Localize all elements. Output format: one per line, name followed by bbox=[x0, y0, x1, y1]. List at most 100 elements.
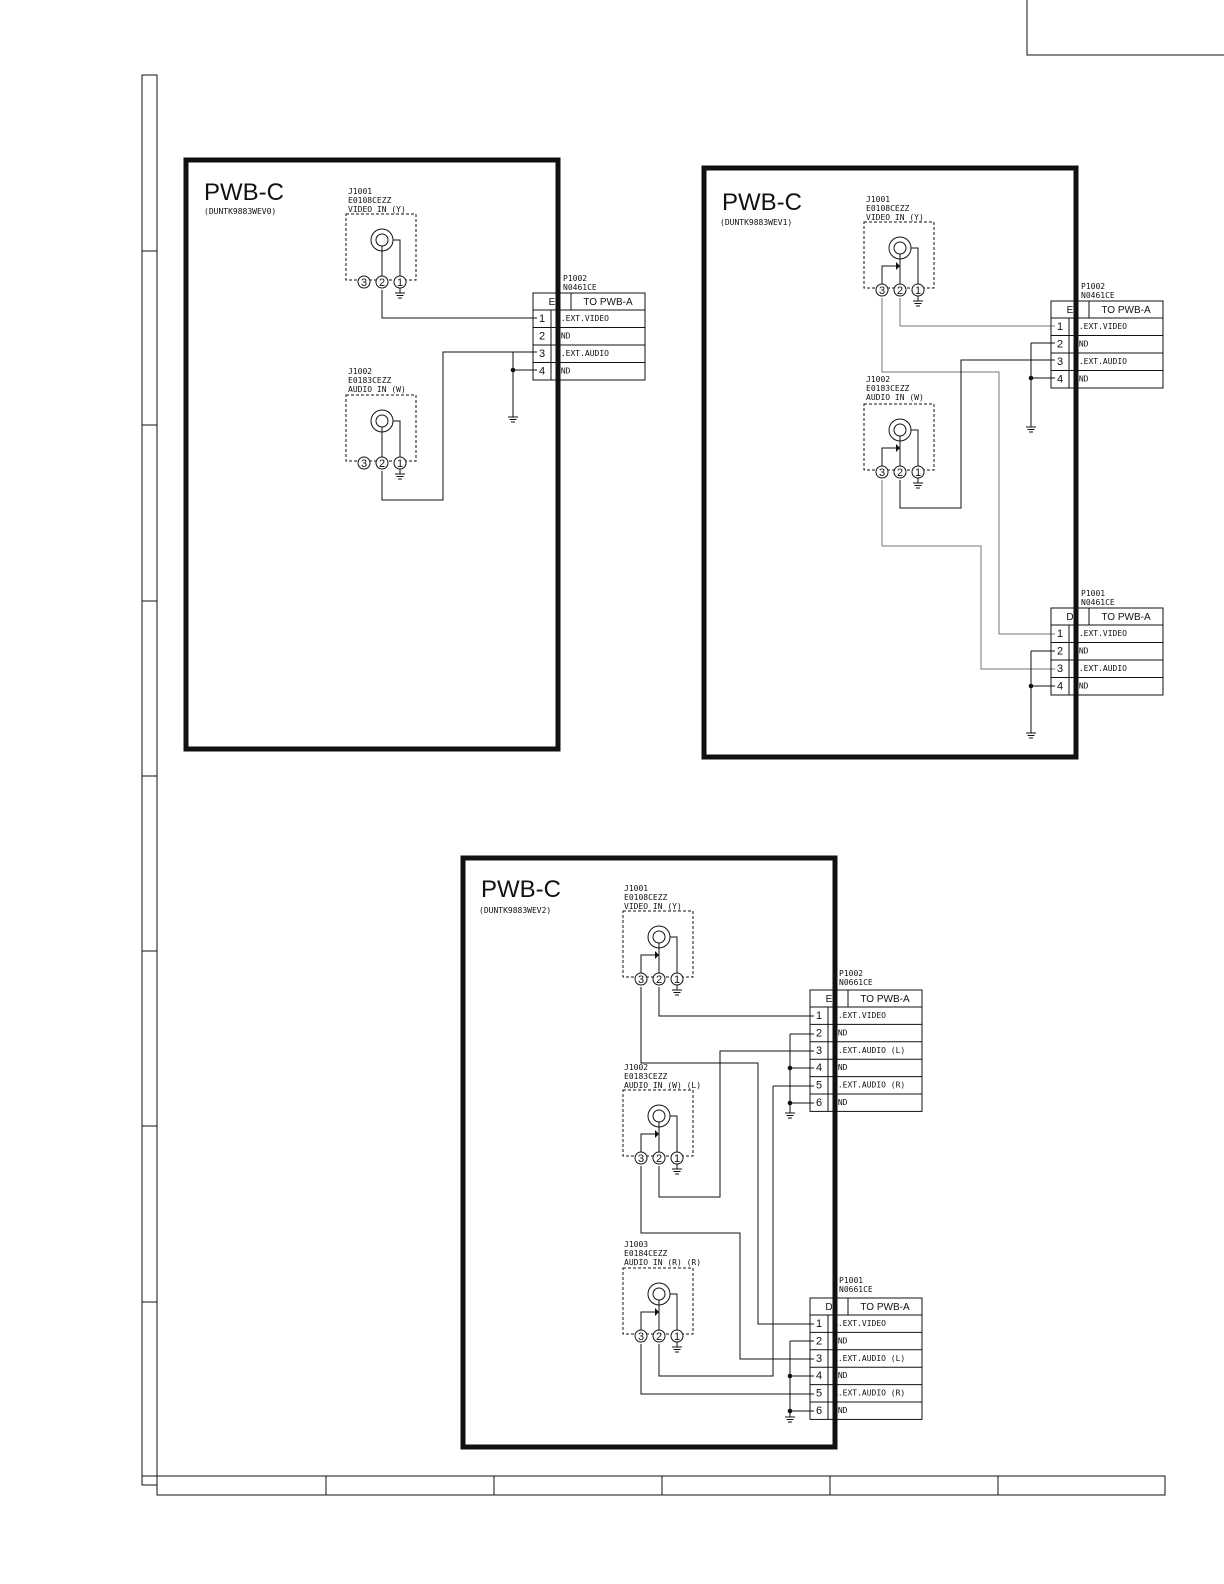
jack-terminal-number: 1 bbox=[397, 277, 403, 289]
ground-symbol bbox=[1026, 728, 1036, 739]
junction-dot bbox=[510, 367, 516, 373]
pin-name: R.EXT.VIDEO bbox=[833, 1319, 886, 1328]
pin-name: R.EXT.AUDIO bbox=[1074, 664, 1127, 673]
pin-number: 2 bbox=[1057, 646, 1063, 658]
board-outline bbox=[183, 157, 561, 752]
jack-terminal bbox=[652, 972, 666, 986]
connector-frame bbox=[1050, 607, 1164, 696]
connector-letter: D bbox=[1066, 612, 1073, 623]
pin-name: F.EXT.AUDIO (R) bbox=[833, 1081, 905, 1090]
jack-arrow bbox=[896, 262, 900, 270]
jack-terminal-number: 2 bbox=[897, 467, 903, 479]
jack-terminal-number: 3 bbox=[879, 285, 885, 297]
jack-socket-pin bbox=[652, 1287, 666, 1301]
pin-name: GND bbox=[1074, 375, 1089, 384]
page-frame bbox=[141, 0, 1224, 1496]
jack-label: AUDIO IN (R) (R) bbox=[624, 1258, 701, 1267]
board-model: (DUNTK9883WEV1) bbox=[720, 218, 792, 227]
jack-part: E0108CEZZ bbox=[348, 196, 392, 205]
pin-number: 2 bbox=[816, 1335, 822, 1347]
jack-lead bbox=[670, 1293, 678, 1330]
jack-lead bbox=[640, 1133, 655, 1152]
jack-arrow bbox=[655, 1308, 659, 1316]
jack-outline bbox=[863, 403, 935, 471]
jack-ref: J1003 bbox=[624, 1240, 648, 1249]
pin-number: 3 bbox=[816, 1353, 822, 1365]
jack-terminal-number: 2 bbox=[656, 1153, 662, 1165]
ground-symbol bbox=[508, 412, 518, 423]
board-outline bbox=[701, 165, 1079, 760]
pin-name: GND bbox=[833, 1406, 848, 1415]
jack-label: VIDEO IN (Y) bbox=[348, 205, 406, 214]
connector-letter: D bbox=[825, 1302, 832, 1313]
pin-number: 1 bbox=[1057, 628, 1063, 640]
jack-terminal-number: 1 bbox=[915, 285, 921, 297]
jack-socket-pin bbox=[652, 1109, 666, 1123]
jack-terminal bbox=[357, 275, 371, 289]
pin-name: R.EXT.AUDIO (R) bbox=[833, 1389, 905, 1398]
jack-outline bbox=[622, 1089, 694, 1157]
connector-part: N0461CE bbox=[1081, 598, 1115, 607]
ground-symbol bbox=[785, 1412, 795, 1423]
jack-terminal bbox=[634, 972, 648, 986]
ground-symbol bbox=[913, 478, 923, 489]
jack-part: E0183CEZZ bbox=[348, 376, 392, 385]
pin-name: F.EXT.AUDIO bbox=[556, 349, 609, 358]
jack-terminal bbox=[357, 456, 371, 470]
pin-name: F.EXT.AUDIO (L) bbox=[833, 1046, 905, 1055]
board-title: PWB-C bbox=[722, 189, 802, 216]
jack-part: E0108CEZZ bbox=[866, 204, 910, 213]
board-model: (DUNTK9883WEV2) bbox=[479, 906, 551, 915]
pin-number: 6 bbox=[816, 1405, 822, 1417]
board-title: PWB-C bbox=[204, 179, 284, 206]
jack-socket-pin bbox=[375, 233, 389, 247]
ground-symbol bbox=[785, 1108, 795, 1119]
jack-label: AUDIO IN (W) bbox=[866, 393, 924, 402]
pin-name: GND bbox=[833, 1336, 848, 1345]
pin-number: 4 bbox=[1057, 681, 1063, 693]
jack-terminal-number: 3 bbox=[361, 458, 367, 470]
board-model: (DUNTK9883WEV0) bbox=[204, 207, 276, 216]
ground-symbol bbox=[913, 296, 923, 307]
jack-ref: J1002 bbox=[624, 1063, 648, 1072]
pin-name: GND bbox=[556, 332, 571, 341]
junction-dot bbox=[1028, 375, 1034, 381]
jack-lead bbox=[640, 1311, 655, 1330]
connector-destination: TO PWB-A bbox=[860, 1302, 910, 1313]
connector-part: N0461CE bbox=[1081, 291, 1115, 300]
jack-terminal bbox=[893, 283, 907, 297]
jack-arrow bbox=[655, 1130, 659, 1138]
pin-number: 6 bbox=[816, 1097, 822, 1109]
jack-lead bbox=[670, 936, 678, 973]
pin-number: 1 bbox=[539, 313, 545, 325]
jack-terminal bbox=[875, 465, 889, 479]
connector-ref: P1001 bbox=[1081, 589, 1105, 598]
connector-letter: E bbox=[1067, 305, 1074, 316]
jack-ref: J1002 bbox=[866, 375, 890, 384]
pin-number: 4 bbox=[816, 1370, 822, 1382]
connector-frame bbox=[809, 989, 923, 1112]
pin-number: 4 bbox=[816, 1062, 822, 1074]
jack-terminal-number: 2 bbox=[656, 974, 662, 986]
pin-name: F.EXT.VIDEO bbox=[1074, 322, 1127, 331]
jack-ref: J1001 bbox=[866, 195, 890, 204]
ground-symbol bbox=[395, 469, 405, 480]
jack-terminal bbox=[375, 275, 389, 289]
connector-frame bbox=[809, 1297, 923, 1420]
jack-part: E0183CEZZ bbox=[866, 384, 910, 393]
jack-lead bbox=[911, 247, 919, 284]
pin-name: GND bbox=[1074, 682, 1089, 691]
jack-outline bbox=[622, 910, 694, 978]
jack-terminal-number: 1 bbox=[674, 974, 680, 986]
jack-socket-pin bbox=[893, 241, 907, 255]
ground-symbol bbox=[395, 288, 405, 299]
junction-dot bbox=[787, 1065, 793, 1071]
connector-part: N0661CE bbox=[839, 978, 873, 987]
pin-number: 3 bbox=[539, 348, 545, 360]
connector-frame bbox=[532, 292, 646, 381]
jack-outline bbox=[622, 1267, 694, 1335]
